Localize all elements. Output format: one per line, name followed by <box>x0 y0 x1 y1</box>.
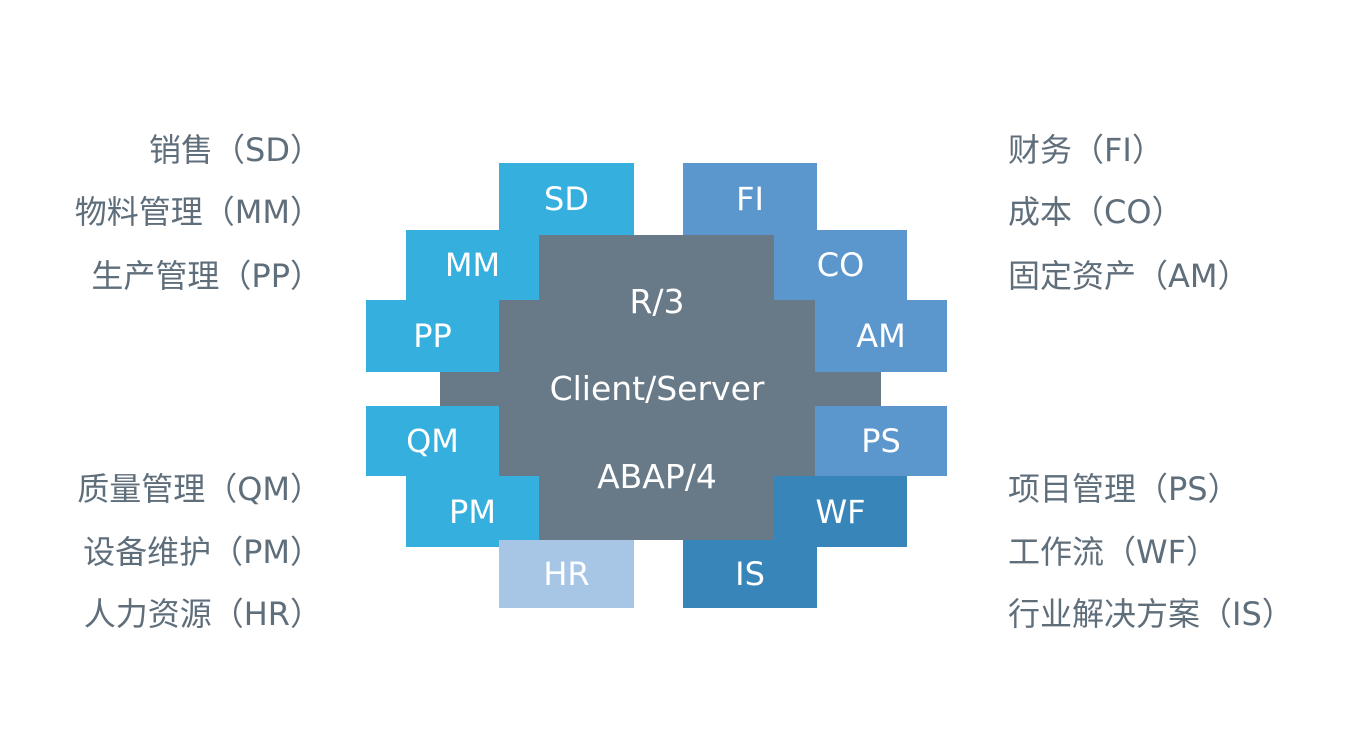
module-hr-label: HR <box>543 555 590 593</box>
module-qm-label: QM <box>406 422 459 460</box>
module-mm: MM <box>406 230 539 300</box>
module-sd-label: SD <box>544 180 589 218</box>
module-pm-label: PM <box>449 492 496 531</box>
module-pp: PP <box>366 300 499 372</box>
module-co-label: CO <box>816 246 865 284</box>
legend-left-mm: 物料管理（MM） <box>74 193 322 231</box>
module-is: IS <box>683 540 817 608</box>
legend-right-wf: 工作流（WF） <box>1008 533 1219 571</box>
legend-right-am: 固定资产（AM） <box>1008 257 1250 295</box>
module-mm-label: MM <box>444 246 501 284</box>
legend-right-fi: 财务（FI） <box>1008 131 1164 169</box>
legend-left-sd: 销售（SD） <box>149 131 322 169</box>
module-sd: SD <box>499 163 634 235</box>
module-pm: PM <box>406 476 539 547</box>
core-block-bar <box>440 372 881 406</box>
module-pp-label: PP <box>413 317 452 355</box>
module-am: AM <box>815 300 947 372</box>
module-ps-label: PS <box>861 422 901 460</box>
module-is-label: IS <box>735 555 765 593</box>
legend-right-co: 成本（CO） <box>1008 193 1184 231</box>
core-block-middle <box>499 300 815 540</box>
module-fi: FI <box>683 163 817 235</box>
module-co: CO <box>774 230 907 300</box>
core-label-r3: R/3 <box>629 282 685 321</box>
module-am-label: AM <box>856 317 906 355</box>
core-label-client-server: Client/Server <box>549 369 765 408</box>
legend-left-pp: 生产管理（PP） <box>91 257 322 295</box>
legend-right-ps: 项目管理（PS） <box>1008 470 1240 508</box>
legend-left-hr: 人力资源（HR） <box>83 595 322 633</box>
legend-right-is: 行业解决方案（IS） <box>1008 595 1294 633</box>
module-hr: HR <box>499 540 634 608</box>
legend-left-qm: 质量管理（QM） <box>77 470 322 508</box>
module-wf-label: WF <box>815 492 866 531</box>
module-fi-label: FI <box>736 180 764 218</box>
core-label-abap4: ABAP/4 <box>597 457 717 496</box>
module-qm: QM <box>366 406 499 476</box>
module-wf: WF <box>774 476 907 547</box>
legend-left-pm: 设备维护（PM） <box>83 533 322 571</box>
module-ps: PS <box>815 406 947 476</box>
